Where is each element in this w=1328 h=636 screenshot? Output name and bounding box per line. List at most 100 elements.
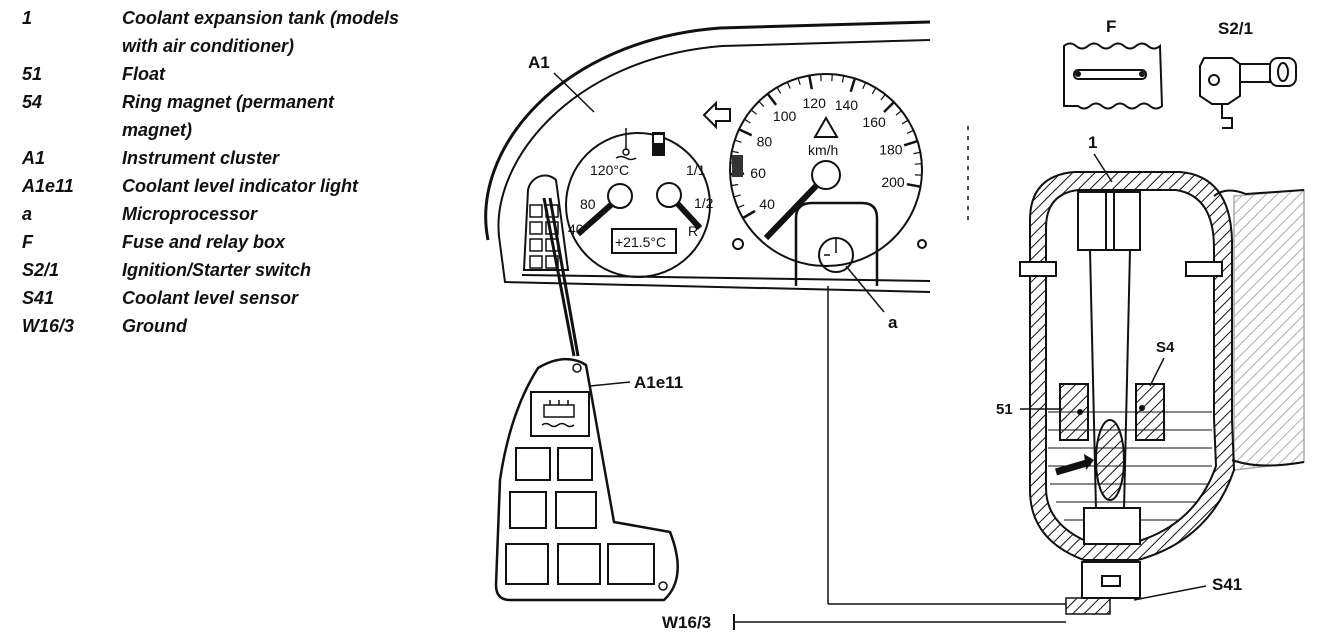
speed-tick-label: 60 <box>750 165 766 181</box>
speed-tick-mark <box>901 119 909 125</box>
warning-lamp-panel <box>522 174 570 271</box>
legend-description: Coolant expansion tank (models with air … <box>122 8 400 56</box>
temp-min-label: 40 <box>568 221 584 237</box>
legend-row: S41 Coolant level sensor <box>22 284 442 312</box>
level-sensor-connector <box>1081 561 1141 599</box>
legend-row: F Fuse and relay box <box>22 228 442 256</box>
lamp-grid <box>505 447 655 585</box>
coolant-level-icon <box>541 400 575 428</box>
reed-contact <box>1095 419 1125 501</box>
fuse-relay-box: F <box>1063 17 1164 110</box>
speed-tick-mark <box>895 110 902 116</box>
legend-description: Fuse and relay box <box>122 232 286 252</box>
fuel-needle <box>674 200 703 231</box>
speed-tick-label: 140 <box>835 97 859 113</box>
a1-leader <box>553 72 595 113</box>
temp-mid-label: 80 <box>580 196 596 212</box>
temp-fuel-gauge <box>565 132 711 278</box>
speed-tick-mark <box>766 93 778 106</box>
speed-unit-label: km/h <box>808 142 838 158</box>
temp-needle <box>576 201 614 237</box>
legend-code: a <box>22 204 33 224</box>
speed-tick-mark <box>733 194 741 198</box>
ignition-switch: S2/1 <box>1199 19 1297 129</box>
legend-code: 54 <box>22 92 43 112</box>
fuel-reserve-label: R <box>688 223 698 239</box>
lamp-panel-detail: A1e11 <box>494 197 683 602</box>
legend-code: A1 <box>22 148 46 168</box>
speed-tick-mark <box>731 150 739 154</box>
microprocessor-housing <box>794 201 879 286</box>
callout-s2-1: S2/1 <box>1218 19 1253 38</box>
outside-temp-display <box>611 228 677 254</box>
a1e11-leader <box>589 381 631 387</box>
level-arrow-icon <box>1055 458 1091 476</box>
legend-description: Ground <box>122 316 187 336</box>
fuel-pump-icon <box>652 132 665 156</box>
dimmer-knob <box>917 239 927 249</box>
callout-s41: S41 <box>1212 575 1242 594</box>
speed-tick-mark <box>742 209 756 220</box>
speedometer <box>729 73 923 267</box>
trip-reset-knob <box>732 238 744 250</box>
speed-tick-mark <box>737 204 745 209</box>
speed-tick-label: 40 <box>759 196 775 212</box>
legend-row: W16/3 Ground <box>22 312 442 340</box>
instrument-cluster: 120°C 80 40 1/1 1/2 R +21.5°C 4060801001… <box>484 20 931 332</box>
speed-tick-mark <box>906 182 921 188</box>
legend-code: F <box>22 232 33 252</box>
microprocessor-leader <box>845 265 885 313</box>
speed-tick-label: 100 <box>773 108 797 124</box>
speed-tick-mark <box>849 78 857 93</box>
speed-tick-mark <box>831 74 833 82</box>
speed-tick-mark <box>862 82 867 90</box>
speed-needle <box>763 183 819 241</box>
level-sensor-body <box>1083 507 1141 545</box>
speed-needle-hub <box>811 160 841 190</box>
callout-1: 1 <box>1088 133 1097 152</box>
hazard-block-icon <box>732 155 743 177</box>
speed-tick-mark <box>841 75 845 83</box>
callout-s4: S4 <box>1156 339 1175 356</box>
fuel-needle-hub <box>656 182 682 208</box>
speed-tick-label: 120 <box>803 95 827 111</box>
speed-tick-mark <box>808 75 814 90</box>
speed-tick-mark <box>744 118 751 124</box>
legend-description: Coolant level sensor <box>122 288 299 308</box>
ignition-key-icon <box>1199 57 1297 129</box>
fuel-half-label: 1/2 <box>694 195 714 211</box>
legend-description: Ring magnet (permanent magnet) <box>122 92 335 140</box>
legend-description: Ignition/Starter switch <box>122 260 312 280</box>
speed-tick-mark <box>883 101 895 113</box>
warning-triangle-icon <box>813 116 839 138</box>
speed-tick-mark <box>776 87 782 94</box>
legend-row: 54 Ring magnet (permanent magnet) <box>22 88 442 144</box>
legend-description: Coolant level indicator light <box>122 176 359 196</box>
speed-tick-label: 180 <box>879 142 903 158</box>
speed-tick-mark <box>903 139 918 147</box>
speed-tick-mark <box>880 94 886 101</box>
callout-a1: A1 <box>528 53 550 72</box>
speed-tick-label: 160 <box>862 114 886 130</box>
legend-code: S41 <box>22 288 55 308</box>
legend-code: 51 <box>22 64 43 84</box>
callout-w16-3: W16/3 <box>662 613 711 632</box>
legend-code: W16/3 <box>22 316 75 336</box>
turn-signal-arrow-icon <box>702 100 731 130</box>
wiring: W16/3 <box>662 286 1066 632</box>
speed-tick-mark <box>914 163 922 165</box>
legend-description: Microprocessor <box>122 204 258 224</box>
speed-tick-marks <box>730 74 922 220</box>
coolant-level-lamp <box>530 391 590 437</box>
outside-temp-reading: +21.5°C <box>615 234 666 250</box>
speed-tick-mark <box>786 81 791 89</box>
callout-51: 51 <box>996 401 1013 418</box>
legend-row: a Microprocessor <box>22 200 442 228</box>
ring-magnet <box>1135 383 1165 441</box>
